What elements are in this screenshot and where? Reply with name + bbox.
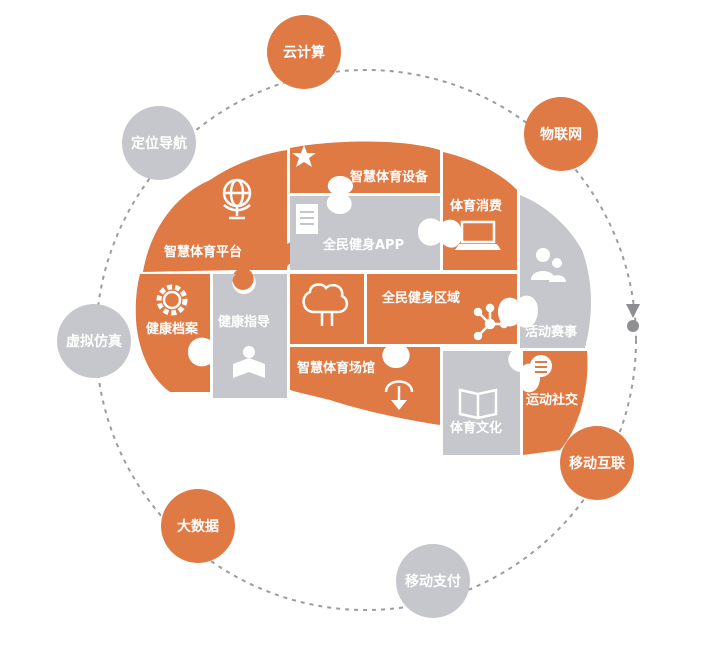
node-cloud: 云计算 bbox=[267, 15, 341, 89]
label-sports-consumption: 体育消费 bbox=[450, 198, 502, 214]
label-fitness-app: 全民健身APP bbox=[322, 237, 404, 253]
book-icon bbox=[458, 388, 498, 420]
label-sports-platform: 智慧体育平台 bbox=[164, 244, 242, 260]
piece-sports-culture bbox=[443, 351, 522, 455]
chat-icon bbox=[530, 355, 552, 384]
label-sports-culture: 体育文化 bbox=[450, 420, 502, 436]
piece-sports-platform bbox=[143, 150, 305, 290]
globe-icon bbox=[222, 178, 252, 220]
piece-events bbox=[520, 195, 591, 348]
node-positioning: 定位导航 bbox=[122, 106, 196, 180]
label-sports-social: 运动社交 bbox=[526, 392, 578, 408]
node-label: 移动互联 bbox=[569, 455, 626, 472]
label-health-records: 健康档案 bbox=[146, 321, 199, 337]
piece-health-guidance bbox=[213, 274, 287, 398]
piece-sports-social bbox=[523, 351, 588, 455]
star-badge-icon bbox=[292, 145, 316, 167]
piece-fitness-zone bbox=[367, 274, 517, 344]
node-mobile-internet: 移动互联 bbox=[560, 426, 634, 500]
node-label: 云计算 bbox=[283, 44, 325, 61]
label-smart-venue: 智慧体育场馆 bbox=[297, 360, 375, 376]
node-label: 定位导航 bbox=[131, 135, 187, 152]
piece-fitness-app bbox=[290, 196, 440, 270]
node-big-data: 大数据 bbox=[161, 489, 235, 563]
node-label: 物联网 bbox=[540, 126, 582, 143]
node-label: 移动支付 bbox=[405, 573, 461, 590]
piece-labels: 智慧体育平台 智慧体育设备 全民健身APP 体育消费 活动赛事 健康档案 健康指… bbox=[146, 169, 578, 436]
piece-health-records bbox=[135, 274, 210, 392]
download-icon bbox=[384, 380, 414, 410]
icons bbox=[156, 145, 566, 420]
label-fitness-zone: 全民健身区域 bbox=[381, 290, 460, 306]
node-virtual-sim: 虚拟仿真 bbox=[57, 304, 131, 378]
brain-icon bbox=[302, 283, 349, 326]
node-iot: 物联网 bbox=[524, 97, 598, 171]
laptop-icon bbox=[455, 220, 501, 250]
node-mobile-payment: 移动支付 bbox=[396, 544, 470, 618]
node-label: 虚拟仿真 bbox=[66, 333, 122, 350]
label-smart-equipment: 智慧体育设备 bbox=[350, 169, 429, 185]
piece-center bbox=[290, 274, 364, 344]
people-icon bbox=[531, 248, 566, 282]
label-events: 活动赛事 bbox=[525, 324, 577, 340]
node-label: 大数据 bbox=[177, 518, 219, 535]
gear-icon bbox=[156, 284, 188, 316]
network-icon bbox=[473, 303, 509, 341]
label-health-guidance: 健康指导 bbox=[218, 314, 270, 330]
brain bbox=[135, 141, 591, 455]
orbit-arrow-icon bbox=[626, 304, 640, 332]
piece-smart-equipment bbox=[290, 141, 440, 193]
reader-icon bbox=[233, 346, 265, 378]
document-icon bbox=[296, 204, 318, 234]
piece-smart-venue bbox=[290, 347, 440, 425]
orbit-nodes: 云计算 物联网 移动互联 移动支付 大数据 虚拟仿真 定位导航 bbox=[57, 15, 634, 618]
